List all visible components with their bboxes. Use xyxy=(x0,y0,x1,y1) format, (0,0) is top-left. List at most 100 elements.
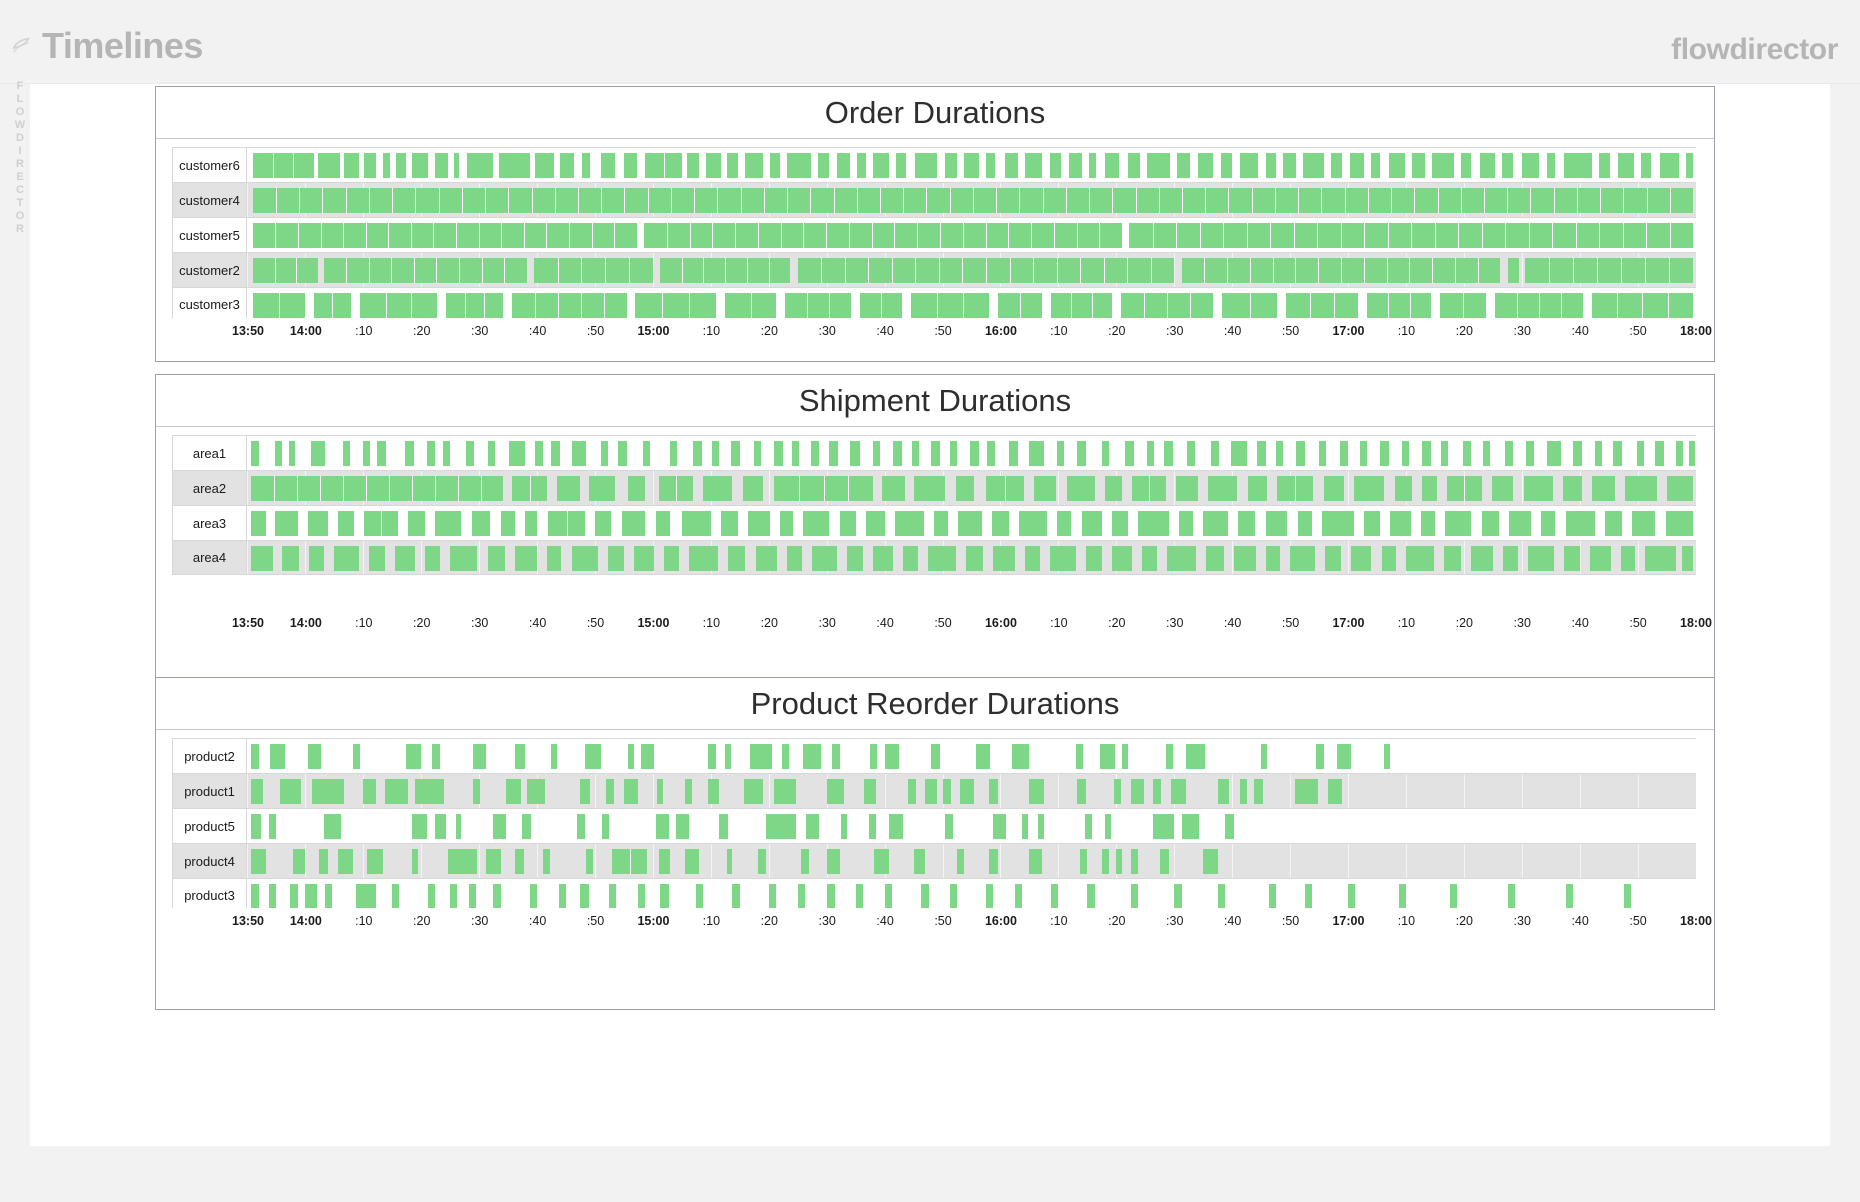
timeline-bar[interactable] xyxy=(529,884,537,908)
timeline-bar[interactable] xyxy=(1238,511,1256,536)
timeline-bar[interactable] xyxy=(841,814,847,839)
timeline-bar[interactable] xyxy=(515,546,537,571)
timeline-bar[interactable] xyxy=(252,223,637,248)
timeline-bar[interactable] xyxy=(1022,814,1028,839)
timeline-bar[interactable] xyxy=(1304,884,1312,908)
timeline-bar[interactable] xyxy=(1146,153,1170,178)
timeline-bar[interactable] xyxy=(310,441,326,466)
timeline-bar[interactable] xyxy=(1339,441,1349,466)
timeline-bar[interactable] xyxy=(920,884,930,908)
timeline-bar[interactable] xyxy=(309,546,324,571)
timeline-row[interactable]: customer6 xyxy=(172,147,1696,182)
timeline-bar[interactable] xyxy=(557,476,581,501)
timeline-bar[interactable] xyxy=(1056,511,1072,536)
timeline-bar[interactable] xyxy=(1590,546,1611,571)
timeline-bar[interactable] xyxy=(487,546,505,571)
timeline-bar[interactable] xyxy=(896,153,907,178)
timeline-bar[interactable] xyxy=(352,744,360,769)
timeline-bar[interactable] xyxy=(274,511,298,536)
timeline-bar[interactable] xyxy=(1675,441,1683,466)
timeline-bar[interactable] xyxy=(774,779,797,804)
timeline-bar[interactable] xyxy=(415,779,445,804)
timeline-bar[interactable] xyxy=(707,744,717,769)
timeline-bar[interactable] xyxy=(600,153,616,178)
timeline-bar[interactable] xyxy=(406,744,421,769)
timeline-bar[interactable] xyxy=(404,441,414,466)
timeline-bar[interactable] xyxy=(964,153,979,178)
row-track[interactable] xyxy=(247,471,1696,505)
timeline-bar[interactable] xyxy=(732,884,740,908)
timeline-bar[interactable] xyxy=(1127,153,1140,178)
timeline-bar[interactable] xyxy=(913,476,946,501)
timeline-bar[interactable] xyxy=(1077,779,1086,804)
timeline-bar[interactable] xyxy=(726,153,739,178)
timeline-bar[interactable] xyxy=(870,744,878,769)
timeline-bar[interactable] xyxy=(658,849,671,874)
timeline-bar[interactable] xyxy=(1432,153,1455,178)
timeline-bar[interactable] xyxy=(313,293,352,318)
timeline-bar[interactable] xyxy=(304,884,317,908)
timeline-bar[interactable] xyxy=(580,779,591,804)
timeline-bar[interactable] xyxy=(588,476,616,501)
timeline-row[interactable]: area1 xyxy=(172,435,1696,470)
timeline-bar[interactable] xyxy=(975,744,991,769)
timeline-bar[interactable] xyxy=(1268,884,1276,908)
timeline-bar[interactable] xyxy=(1283,153,1297,178)
timeline-bar[interactable] xyxy=(728,546,746,571)
timeline-bar[interactable] xyxy=(1640,153,1652,178)
timeline-bar[interactable] xyxy=(1217,884,1226,908)
timeline-bar[interactable] xyxy=(1167,546,1197,571)
timeline-bar[interactable] xyxy=(1120,293,1214,318)
timeline-bar[interactable] xyxy=(1239,153,1259,178)
timeline-bar[interactable] xyxy=(251,814,262,839)
timeline-bar[interactable] xyxy=(707,779,720,804)
timeline-bar[interactable] xyxy=(412,153,429,178)
row-track[interactable] xyxy=(247,148,1696,182)
timeline-bar[interactable] xyxy=(644,223,1123,248)
timeline-bar[interactable] xyxy=(1165,744,1173,769)
timeline-bar[interactable] xyxy=(535,153,555,178)
timeline-bar[interactable] xyxy=(965,546,984,571)
timeline-bar[interactable] xyxy=(988,779,998,804)
timeline-bar[interactable] xyxy=(872,153,889,178)
timeline-bar[interactable] xyxy=(675,814,689,839)
timeline-bar[interactable] xyxy=(768,884,776,908)
timeline-bar[interactable] xyxy=(725,293,776,318)
timeline-bar[interactable] xyxy=(1632,511,1656,536)
timeline-bar[interactable] xyxy=(426,441,436,466)
timeline-bar[interactable] xyxy=(1527,546,1554,571)
timeline-bar[interactable] xyxy=(251,849,266,874)
timeline-bar[interactable] xyxy=(774,476,873,501)
timeline-bar[interactable] xyxy=(894,511,924,536)
timeline-bar[interactable] xyxy=(1265,511,1288,536)
timeline-bar[interactable] xyxy=(893,441,902,466)
timeline-bar[interactable] xyxy=(930,441,940,466)
timeline-bar[interactable] xyxy=(602,814,610,839)
timeline-row[interactable]: product1 xyxy=(172,773,1696,808)
timeline-bar[interactable] xyxy=(688,546,718,571)
timeline-bar[interactable] xyxy=(1323,476,1344,501)
timeline-bar[interactable] xyxy=(872,546,894,571)
timeline-bar[interactable] xyxy=(607,546,624,571)
timeline-bar[interactable] xyxy=(628,744,634,769)
timeline-bar[interactable] xyxy=(1381,546,1397,571)
timeline-bar[interactable] xyxy=(1351,546,1372,571)
timeline-bar[interactable] xyxy=(1025,153,1043,178)
timeline-bar[interactable] xyxy=(252,258,318,283)
timeline-bar[interactable] xyxy=(307,511,329,536)
timeline-row[interactable]: customer2 xyxy=(172,252,1696,287)
timeline-bar[interactable] xyxy=(362,441,371,466)
timeline-bar[interactable] xyxy=(1507,258,1520,283)
timeline-bar[interactable] xyxy=(910,293,989,318)
timeline-bar[interactable] xyxy=(1177,153,1191,178)
timeline-bar[interactable] xyxy=(1265,546,1281,571)
timeline-bar[interactable] xyxy=(1175,476,1198,501)
timeline-bar[interactable] xyxy=(684,849,700,874)
timeline-bar[interactable] xyxy=(606,779,614,804)
timeline-bar[interactable] xyxy=(1591,293,1694,318)
row-track[interactable] xyxy=(247,774,1696,808)
timeline-bar[interactable] xyxy=(726,849,733,874)
timeline-bar[interactable] xyxy=(725,744,731,769)
